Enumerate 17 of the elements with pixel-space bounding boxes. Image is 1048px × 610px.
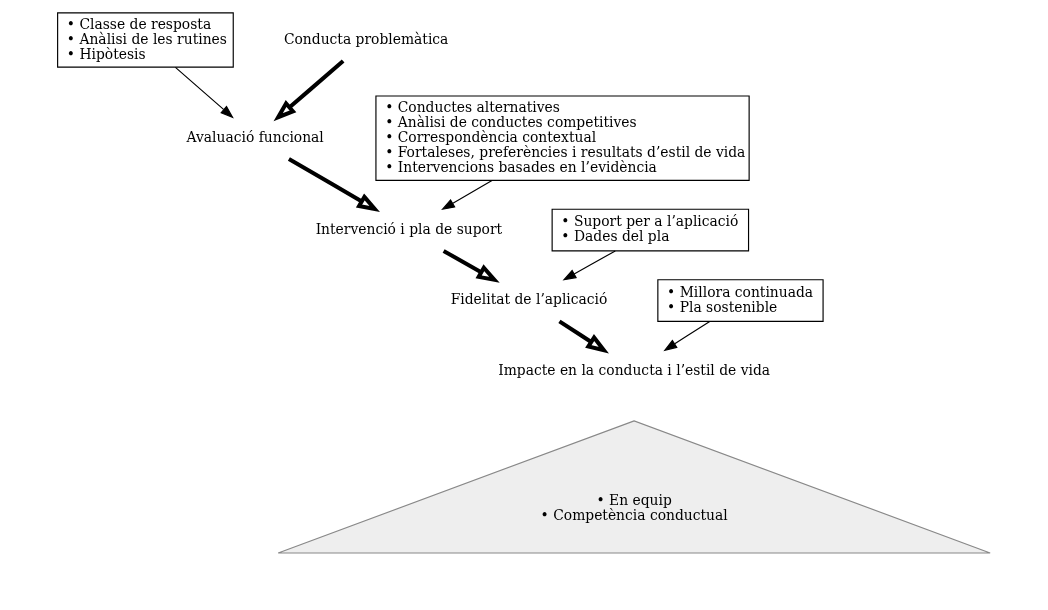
node-text: Impacte en la conducta i l’estil de vida xyxy=(498,361,771,378)
arrow xyxy=(174,66,234,119)
node-text: Intervenció i pla de suport xyxy=(315,220,503,237)
arrow xyxy=(442,249,500,283)
node-box: • Classe de resposta • Anàlisi de les rutines • Hipòtesis xyxy=(57,12,234,68)
arrow xyxy=(441,179,493,211)
node-text: Avaluació funcional xyxy=(186,128,324,145)
arrow xyxy=(562,250,616,281)
node-text: Conducta problemàtica xyxy=(283,30,449,47)
node-box: • Suport per a l’aplicació • Dades del pla xyxy=(551,208,750,252)
arrow xyxy=(663,320,711,352)
arrow xyxy=(558,319,609,354)
node-text: Fidelitat de l’aplicació xyxy=(450,291,608,308)
arrow xyxy=(273,59,345,122)
node-box: • Conductes alternatives • Anàlisi de conductes competitives • Correspondència contextual • Fortaleses, preferències i resultats d’estil de vida • Intervencions basades en l’evidència xyxy=(375,95,750,181)
node-box: • Millora continuada • Pla sostenible xyxy=(657,279,824,322)
arrow xyxy=(287,157,380,213)
